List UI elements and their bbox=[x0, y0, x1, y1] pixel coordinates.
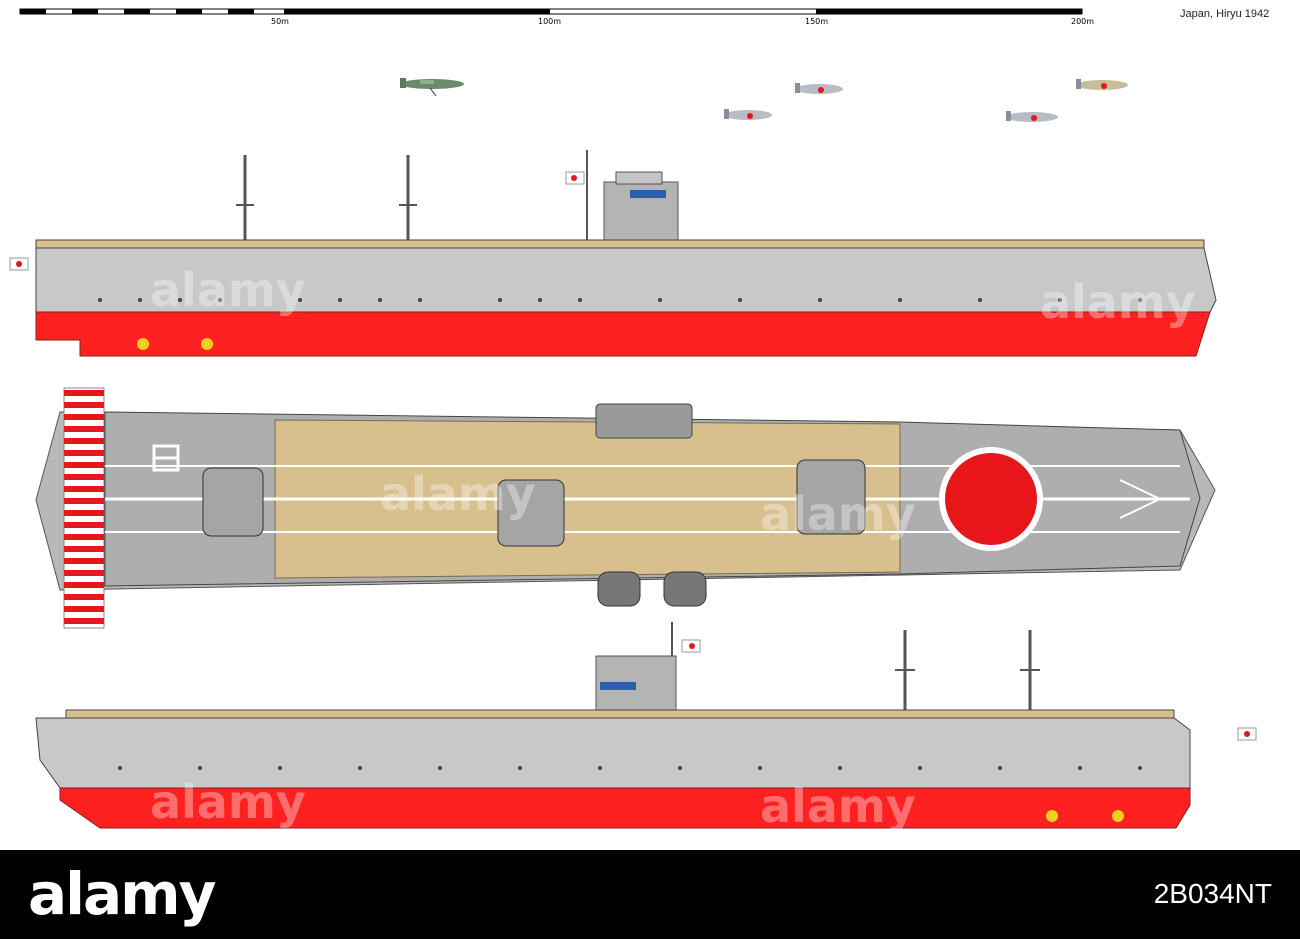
watermark: alamy bbox=[760, 779, 916, 833]
hinomaru-marking bbox=[939, 447, 1043, 551]
watermark: alamy bbox=[150, 263, 306, 317]
watermark: alamy bbox=[150, 775, 306, 829]
side-profile-top: alamy alamy bbox=[9, 150, 1217, 357]
naval-ensign-flag bbox=[681, 639, 701, 653]
naval-ensign-flag bbox=[565, 171, 585, 185]
porthole-row bbox=[118, 766, 1142, 770]
scale-bar: 50m 100m 150m 200m bbox=[19, 8, 1094, 26]
brand-logo: alamy bbox=[28, 860, 216, 928]
aircraft-group bbox=[400, 78, 1128, 122]
watermark: alamy bbox=[1040, 275, 1196, 329]
aircraft-icon bbox=[724, 109, 772, 120]
image-id-label: 2B034NT bbox=[1153, 878, 1272, 909]
stern-flag bbox=[1237, 727, 1257, 741]
porthole-row bbox=[98, 298, 1142, 302]
watermark: alamy bbox=[760, 487, 916, 541]
island-superstructure bbox=[595, 655, 677, 711]
scale-label-200m: 200m bbox=[1071, 17, 1094, 26]
aircraft-icon bbox=[795, 83, 843, 94]
footer-bar bbox=[0, 850, 1300, 939]
aircraft-icon bbox=[400, 78, 464, 97]
side-profile-bottom: alamy alamy bbox=[35, 622, 1257, 833]
deck-plan-view: alamy alamy bbox=[35, 387, 1216, 629]
scale-label-150m: 150m bbox=[805, 17, 828, 26]
aircraft-icon bbox=[1076, 79, 1128, 90]
stern-flag bbox=[9, 257, 29, 271]
scale-label-50m: 50m bbox=[271, 17, 289, 26]
watermark: alamy bbox=[380, 467, 536, 521]
plan-title: Japan, Hiryu 1942 bbox=[1180, 8, 1269, 20]
scale-label-100m: 100m bbox=[538, 17, 561, 26]
aircraft-icon bbox=[1006, 111, 1058, 122]
stern-stripes bbox=[63, 387, 105, 629]
